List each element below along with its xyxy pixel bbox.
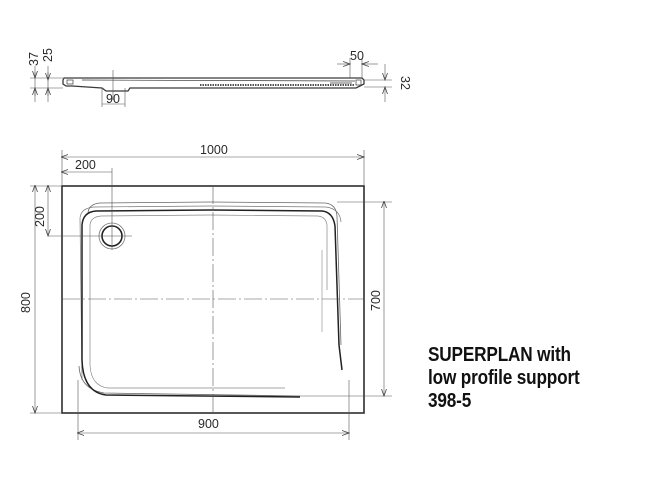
dim-side-heights (30, 66, 63, 102)
plan-view: 1000 200 800 200 700 90 (19, 143, 392, 440)
dim-32-label: 32 (398, 76, 412, 90)
dim-700-label: 700 (369, 290, 383, 311)
product-title: SUPERPLAN with low profile support 398-5 (428, 344, 580, 413)
dim-25-label: 25 (41, 48, 55, 62)
dim-200-x-label: 200 (75, 158, 96, 172)
drain-crosshair (48, 168, 132, 250)
side-profile (62, 77, 365, 92)
dim-37-label: 37 (27, 52, 41, 66)
dim-edge-height (364, 64, 392, 102)
side-view: 37 25 90 50 32 (27, 48, 412, 107)
product-model-number: 398-5 (428, 390, 472, 412)
product-title-line-1: SUPERPLAN with (428, 344, 571, 366)
dim-edge-width (337, 58, 378, 78)
dim-900-label: 900 (198, 417, 219, 431)
dim-200-y-label: 200 (33, 206, 47, 227)
dim-50-label: 50 (350, 49, 364, 63)
dim-inner-width (78, 380, 349, 440)
dim-1000-label: 1000 (200, 143, 228, 157)
dim-90-label: 90 (106, 92, 120, 106)
dim-800-label: 800 (19, 292, 33, 313)
dim-inner-depth (300, 202, 392, 396)
product-title-line-2: low profile support (428, 367, 580, 389)
basin-contours (78, 201, 343, 398)
dim-overall-width (62, 150, 364, 186)
dim-drain-width (101, 88, 126, 107)
centerlines (62, 186, 364, 413)
